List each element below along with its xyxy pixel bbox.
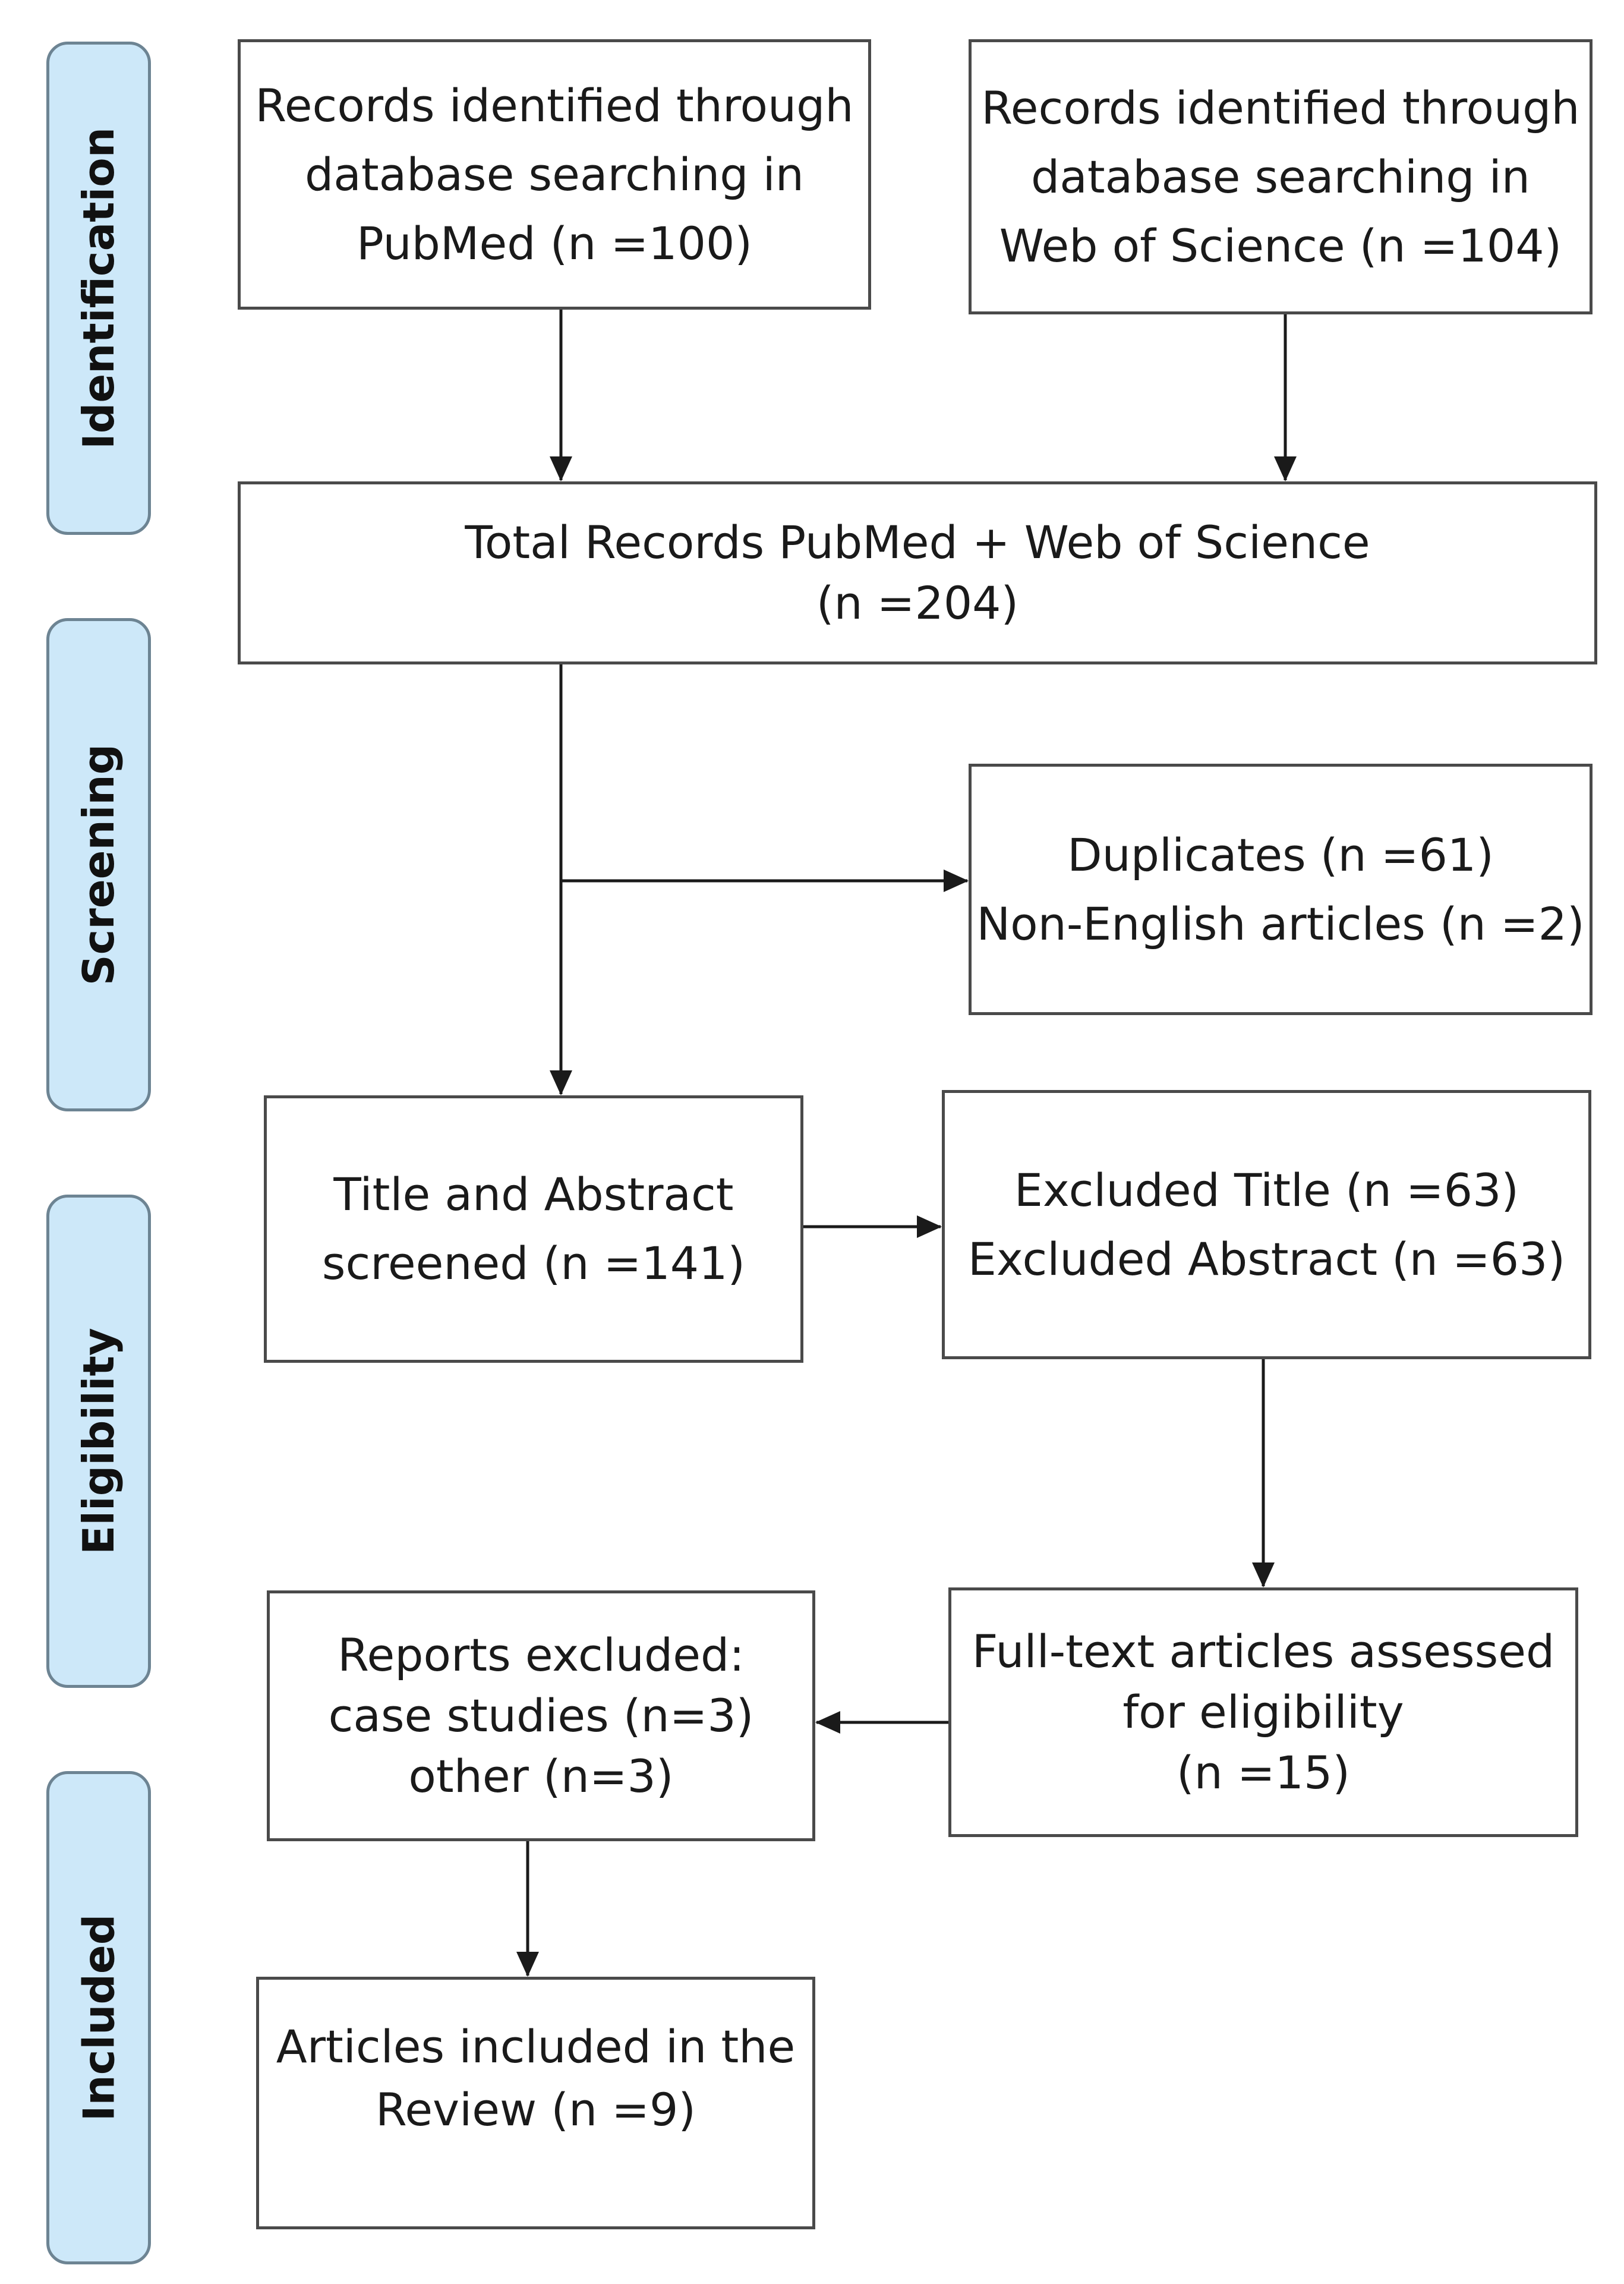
fulltext-assessed-box: Full-text articles assessed for eligibil… [948, 1587, 1578, 1837]
wos-records-line-2: database searching in [1031, 150, 1530, 203]
excluded-title-line: Excluded Title (n =63) [1014, 1163, 1519, 1217]
pubmed-records-box: Records identified through database sear… [238, 39, 871, 310]
included-line-1: Articles included in the [276, 2020, 796, 2073]
fulltext-line-3: (n =15) [1176, 1746, 1350, 1799]
phase-included: Included [46, 1771, 151, 2264]
reports-excluded-line-2: case studies (n=3) [328, 1689, 754, 1742]
articles-included-box: Articles included in the Review (n =9) [256, 1977, 815, 2229]
total-records-box: Total Records PubMed + Web of Science (n… [238, 481, 1597, 664]
excluded-title-abstract-box: Excluded Title (n =63) Excluded Abstract… [942, 1090, 1591, 1359]
fulltext-line-2: for eligibility [1122, 1686, 1404, 1738]
excluded-abstract-line: Excluded Abstract (n =63) [967, 1232, 1566, 1286]
phase-screening: Screening [46, 618, 151, 1111]
duplicates-box: Duplicates (n =61) Non-English articles … [969, 764, 1593, 1015]
wos-records-line-1: Records identified through [981, 81, 1580, 134]
fulltext-line-1: Full-text articles assessed [972, 1625, 1555, 1678]
pubmed-records-line-1: Records identified through [255, 78, 854, 132]
total-records-line-1: Total Records PubMed + Web of Science [465, 516, 1370, 569]
reports-excluded-line-3: other (n=3) [408, 1750, 674, 1803]
duplicates-line-2: Non-English articles (n =2) [976, 897, 1585, 950]
screened-line-2: screened (n =141) [321, 1237, 746, 1290]
wos-records-line-3: Web of Science (n =104) [999, 219, 1562, 272]
phase-eligibility: Eligibility [46, 1195, 151, 1688]
title-abstract-screened-box: Title and Abstract screened (n =141) [264, 1095, 803, 1363]
screened-line-1: Title and Abstract [333, 1168, 734, 1221]
reports-excluded-line-1: Reports excluded: [338, 1628, 745, 1681]
duplicates-line-1: Duplicates (n =61) [1067, 828, 1494, 881]
included-line-2: Review (n =9) [376, 2083, 696, 2136]
wos-records-box: Records identified through database sear… [969, 39, 1593, 314]
pubmed-records-line-2: database searching in [305, 147, 804, 201]
reports-excluded-box: Reports excluded: case studies (n=3) oth… [267, 1590, 815, 1841]
pubmed-records-line-3: PubMed (n =100) [356, 216, 752, 270]
total-records-line-2: (n =204) [816, 576, 1019, 629]
phase-identification: Identification [46, 42, 151, 535]
